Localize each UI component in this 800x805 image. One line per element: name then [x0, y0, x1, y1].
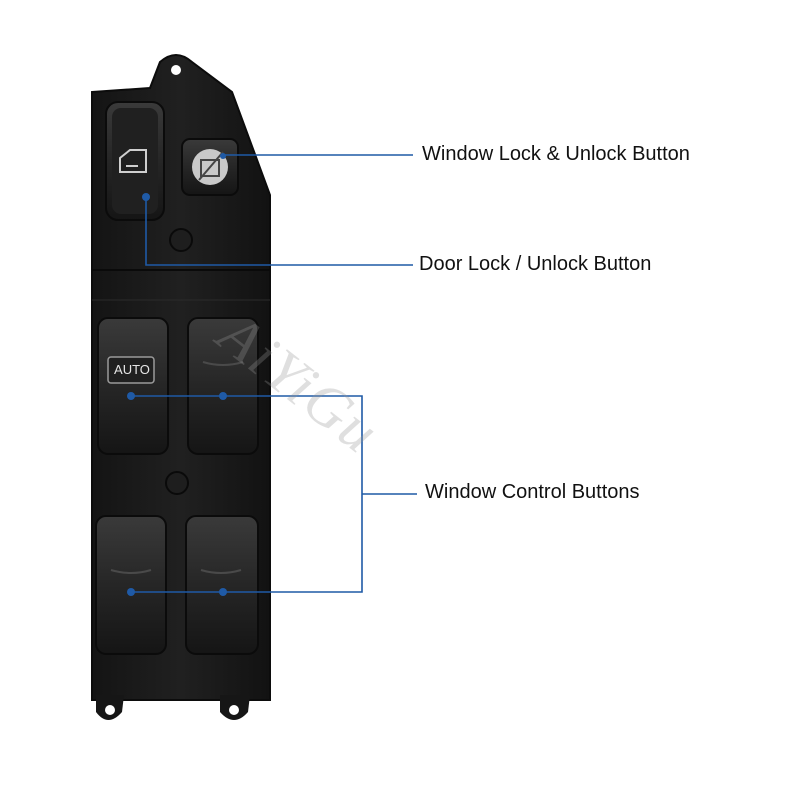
window-control-label: Window Control Buttons	[425, 481, 640, 503]
window-button-rear-left	[95, 515, 167, 655]
window-button-rear-right	[185, 515, 259, 655]
door-lock-label: Door Lock / Unlock Button	[419, 253, 652, 275]
auto-label: AUTO	[114, 362, 150, 377]
small-knob-top	[169, 228, 193, 252]
window-lock-icon	[198, 151, 224, 181]
small-knob-middle	[165, 471, 189, 495]
leader-dots	[127, 392, 227, 596]
window-button-front-left	[97, 317, 169, 455]
window-lock-label: Window Lock & Unlock Button	[422, 143, 690, 165]
leader-lines	[131, 154, 417, 593]
window-button-front-right	[187, 317, 259, 455]
door-icon	[119, 149, 147, 173]
mount-hole-top	[171, 65, 181, 75]
